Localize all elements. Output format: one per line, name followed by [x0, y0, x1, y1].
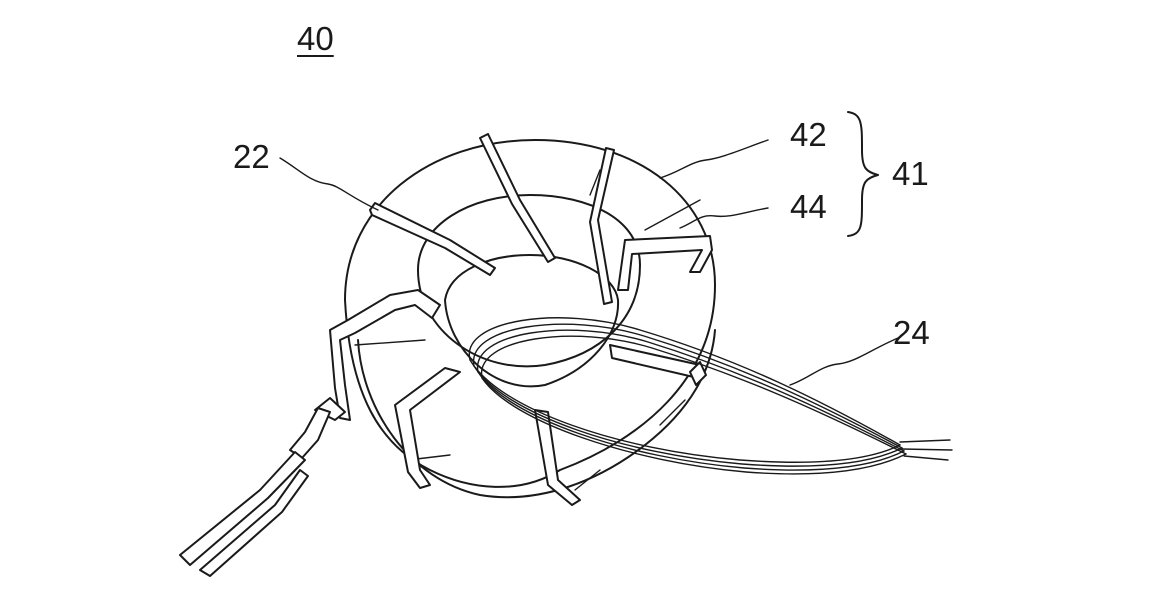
label-secondary-winding: 24 [893, 316, 930, 349]
label-outer-layer: 42 [790, 118, 827, 151]
label-core: 41 [892, 157, 929, 190]
primary-winding [180, 134, 712, 576]
label-primary-winding: 22 [233, 140, 270, 173]
figure-number: 40 [297, 22, 334, 55]
toroid-core [345, 140, 715, 497]
label-inner-layer: 44 [790, 190, 827, 223]
